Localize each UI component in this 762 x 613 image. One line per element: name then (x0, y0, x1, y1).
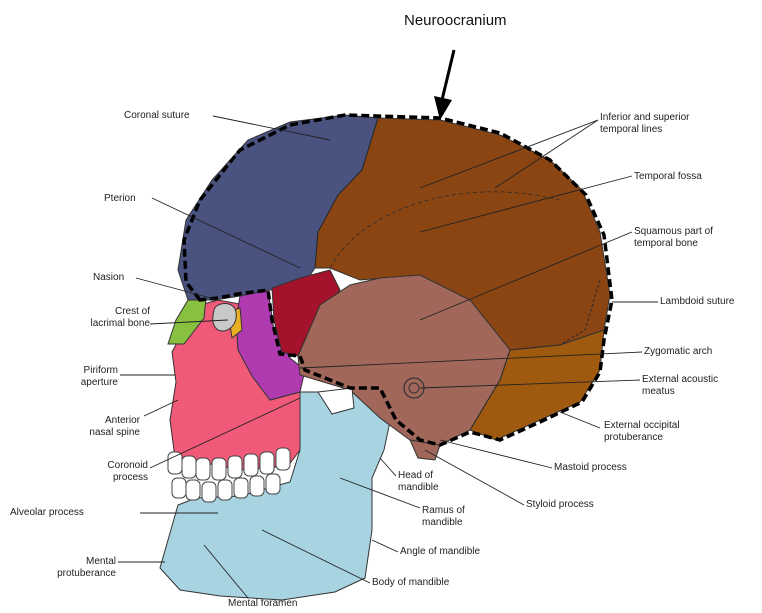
upper-tooth (276, 448, 290, 470)
label-ramus-of-mandible: Ramus of mandible (422, 505, 465, 529)
label-coronoid-process: Coronoid process (40, 460, 148, 484)
upper-tooth (260, 452, 274, 474)
label-crest-lacrimal: Crest of lacrimal bone (60, 306, 150, 330)
label-piriform-aperture: Piriform aperture (40, 365, 118, 389)
label-body-of-mandible: Body of mandible (372, 577, 449, 589)
upper-tooth (196, 458, 210, 480)
label-anterior-nasal-spine: Anterior nasal spine (40, 415, 140, 439)
title-arrow-shaft (442, 50, 454, 100)
label-external-occipital: External occipital protuberance (604, 420, 680, 444)
label-squamous-temporal: Squamous part of temporal bone (634, 226, 713, 250)
lower-tooth (186, 480, 200, 500)
label-head-of-mandible: Head of mandible (398, 470, 439, 494)
label-external-acoustic-meatus: External acoustic meatus (642, 374, 718, 398)
label-coronal-suture: Coronal suture (124, 110, 190, 122)
diagram-title: Neuroocranium (404, 12, 507, 29)
upper-tooth (182, 456, 196, 478)
lower-tooth (250, 476, 264, 496)
upper-tooth (168, 452, 182, 474)
label-mental-protuberance: Mental protuberance (20, 556, 116, 580)
upper-tooth (244, 454, 258, 476)
label-temporal-fossa: Temporal fossa (634, 171, 702, 183)
label-angle-of-mandible: Angle of mandible (400, 546, 480, 558)
label-mental-foramen: Mental foramen (228, 598, 297, 610)
lower-tooth (202, 482, 216, 502)
label-nasion: Nasion (93, 272, 124, 284)
label-mastoid-process: Mastoid process (554, 462, 627, 474)
lower-tooth (218, 480, 232, 500)
lower-tooth (234, 478, 248, 498)
lower-tooth (266, 474, 280, 494)
upper-tooth (228, 456, 242, 478)
upper-tooth (212, 458, 226, 480)
label-alveolar-process: Alveolar process (10, 507, 84, 519)
label-styloid-process: Styloid process (526, 499, 594, 511)
lower-tooth (172, 478, 186, 498)
label-temporal-lines: Inferior and superior temporal lines (600, 112, 690, 136)
label-zygomatic-arch: Zygomatic arch (644, 346, 712, 358)
label-pterion: Pterion (104, 193, 136, 205)
label-lambdoid-suture: Lambdoid suture (660, 296, 735, 308)
